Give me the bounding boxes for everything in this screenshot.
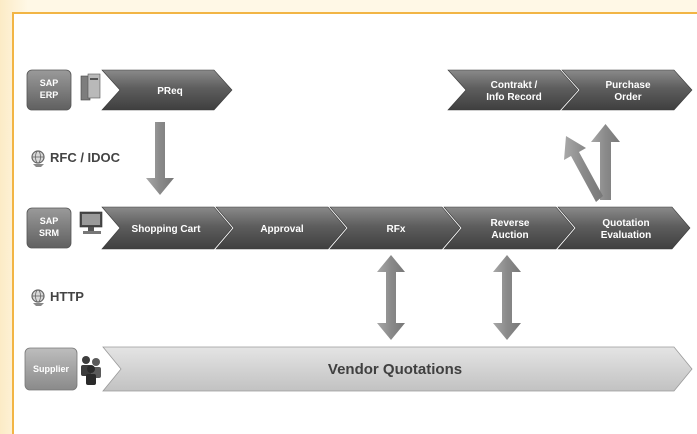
protocol-http: HTTP [31,289,84,306]
system-box-erp: SAP ERP [26,69,72,111]
chevron-rfx: RFx [329,206,461,250]
system-box-supplier: Supplier [24,347,78,391]
chevron-preq-label: PReq [157,86,183,97]
system-erp-line2: ERP [40,90,59,100]
system-erp-line1: SAP [40,78,59,88]
chevron-contract-info-record: Contrakt / Info Record [447,69,579,111]
chevron-contract-line2: Info Record [486,92,542,103]
system-srm-line2: SRM [39,228,59,238]
globe-network-icon [31,289,45,306]
protocol-http-label: HTTP [50,289,84,304]
chevron-purchase-order-line2: Order [614,92,641,103]
computer-tower-icon [80,73,101,101]
chevron-purchase-order-line1: Purchase [605,80,650,91]
chevron-reverse-auction-line1: Reverse [491,218,530,229]
chevron-reverse-auction: Reverse Auction [443,206,575,250]
chevron-quotation-evaluation: Quotation Evaluation [557,206,691,250]
chevron-shopping-cart: Shopping Cart [101,206,233,250]
people-group-icon [81,356,101,385]
arrow-rfx-vendor-bidirectional [377,255,405,340]
chevron-preq: PReq [101,69,233,111]
chevron-quotation-evaluation-line2: Evaluation [601,230,652,241]
protocol-rfc-label: RFC / IDOC [50,150,121,165]
computer-monitor-icon [79,211,103,234]
globe-network-icon [31,150,45,167]
vendor-quotations-label: Vendor Quotations [328,361,462,378]
chevron-shopping-cart-label: Shopping Cart [132,224,202,235]
chevron-reverse-auction-line2: Auction [491,230,528,241]
chevron-approval-label: Approval [260,224,304,235]
arrow-preq-to-shopping-cart [146,122,174,195]
arrow-evaluation-fork [564,124,620,202]
system-srm-line1: SAP [40,216,59,226]
chevron-quotation-evaluation-line1: Quotation [602,218,649,229]
chevron-contract-line1: Contrakt / [491,80,538,91]
system-box-srm: SAP SRM [26,207,72,249]
chevron-rfx-label: RFx [387,224,406,235]
system-supplier-label: Supplier [33,364,70,374]
chevron-purchase-order: Purchase Order [561,69,693,111]
chevron-approval: Approval [215,206,347,250]
protocol-rfc: RFC / IDOC [31,150,121,167]
arrow-reverse-auction-vendor-bidirectional [493,255,521,340]
vendor-quotations-bar: Vendor Quotations [102,346,693,392]
